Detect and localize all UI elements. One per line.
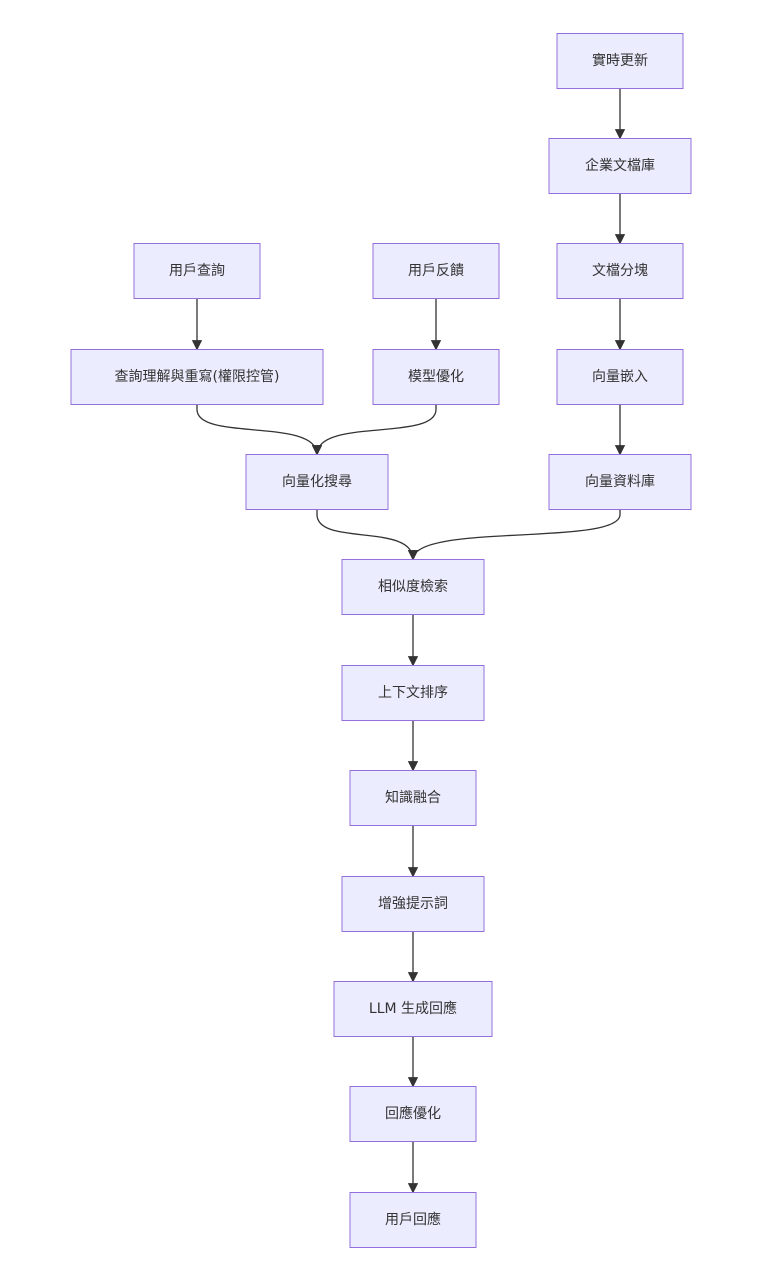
node-label: 模型優化 (408, 369, 464, 385)
node-vector-embedding: 向量嵌入 (556, 349, 684, 405)
node-box (341, 876, 485, 932)
node-label: 用戶查詢 (169, 263, 225, 279)
node-label: LLM 生成回應 (369, 1000, 457, 1017)
node-user-query: 用戶查詢 (133, 243, 261, 299)
node-box (349, 1192, 477, 1248)
node-similarity-retrieval: 相似度檢索 (341, 559, 485, 615)
node-knowledge-fusion: 知識融合 (349, 770, 477, 826)
node-llm-generate: LLM 生成回應 (333, 981, 493, 1037)
node-box (341, 559, 485, 615)
node-user-response: 用戶回應 (349, 1192, 477, 1248)
edges-layer (191, 88, 626, 1194)
node-box (372, 243, 500, 299)
node-label: 增強提示詞 (378, 896, 448, 912)
node-label: 相似度檢索 (378, 578, 448, 595)
node-doc-chunking: 文檔分塊 (556, 243, 684, 299)
node-model-opt: 模型優化 (372, 349, 500, 405)
edge-arrow (407, 509, 621, 561)
node-box (556, 349, 684, 405)
node-label: 回應優化 (385, 1105, 441, 1122)
node-context-ranking: 上下文排序 (341, 665, 485, 721)
node-box (70, 349, 324, 405)
edge-arrow (316, 509, 419, 561)
node-label: 文檔分塊 (592, 263, 648, 279)
node-label: 實時更新 (592, 52, 648, 69)
node-box (349, 770, 477, 826)
edge-query_rewrite-to-vector_search (196, 404, 323, 456)
node-augmented-prompt: 增強提示詞 (341, 876, 485, 932)
edge-arrow (196, 404, 323, 456)
node-box (556, 243, 684, 299)
node-label: 向量化搜尋 (282, 474, 352, 490)
node-vector-db: 向量資料庫 (548, 454, 692, 510)
edge-arrow (311, 404, 437, 456)
node-vector-search: 向量化搜尋 (245, 454, 389, 510)
node-response-opt: 回應優化 (349, 1086, 477, 1142)
edge-vector_db-to-similarity_retrieval (407, 509, 621, 561)
node-box (333, 981, 493, 1037)
node-label: 知識融合 (385, 789, 441, 806)
node-label: 用戶反饋 (408, 262, 464, 279)
node-box (349, 1086, 477, 1142)
edge-model_opt-to-vector_search (311, 404, 437, 456)
node-label: 上下文排序 (378, 685, 448, 701)
node-box (372, 349, 500, 405)
node-box (133, 243, 261, 299)
node-label: 用戶回應 (385, 1211, 441, 1228)
node-label: 企業文檔庫 (585, 157, 655, 174)
node-box (245, 454, 389, 510)
node-user-feedback: 用戶反饋 (372, 243, 500, 299)
node-label: 向量嵌入 (592, 369, 648, 385)
node-enterprise-docs: 企業文檔庫 (548, 138, 692, 194)
node-label: 查詢理解與重寫(權限控管) (115, 368, 280, 385)
node-label: 向量資料庫 (585, 473, 655, 490)
edge-vector_search-to-similarity_retrieval (316, 509, 419, 561)
node-query-rewrite: 查詢理解與重寫(權限控管) (70, 349, 324, 405)
node-box (341, 665, 485, 721)
node-box (548, 138, 692, 194)
node-realtime-update: 實時更新 (556, 33, 684, 89)
node-box (556, 33, 684, 89)
node-box (548, 454, 692, 510)
